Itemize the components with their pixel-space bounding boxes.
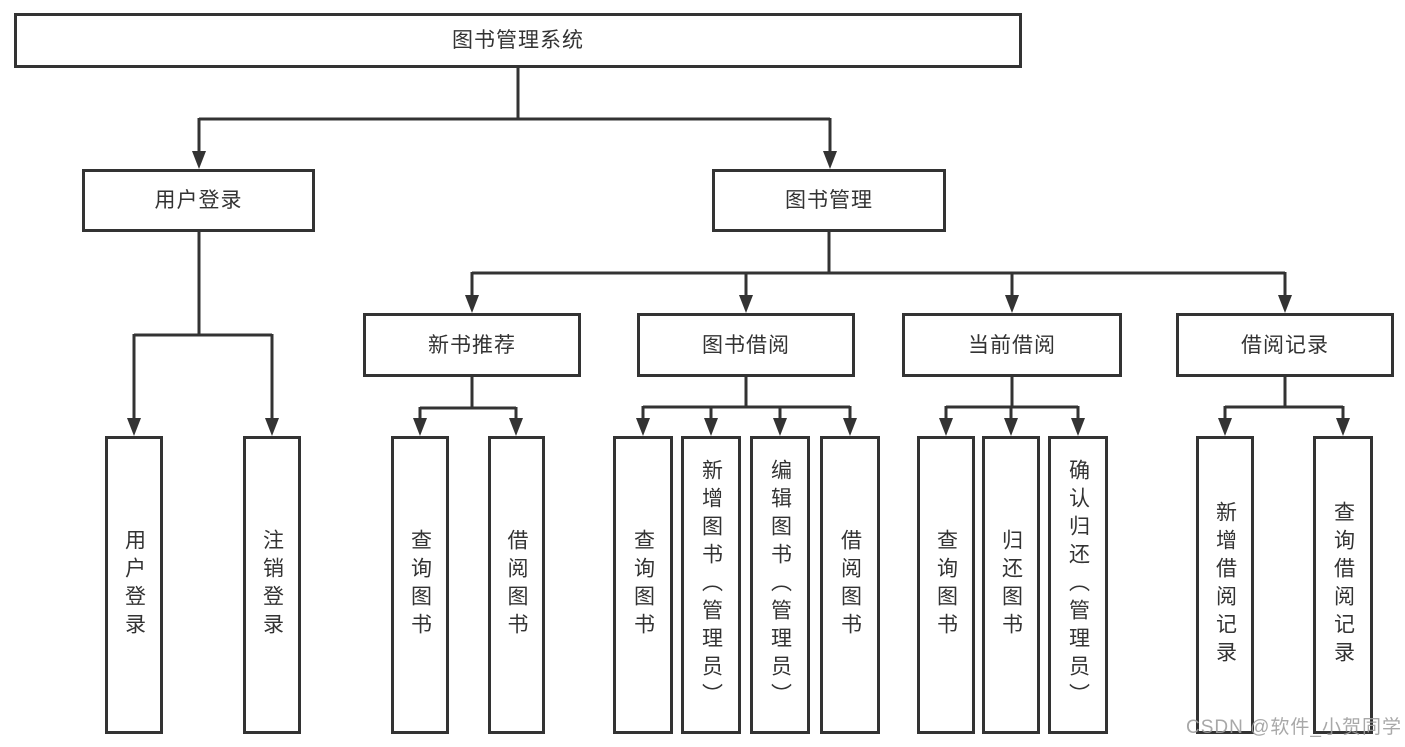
node-current-borrowing: 当前借阅 <box>902 313 1122 377</box>
leaf-cb-confirm-return-label: 确认归还（管理员） <box>1066 459 1090 711</box>
node-current-borrowing-label: 当前借阅 <box>968 333 1056 357</box>
leaf-user-login-label: 用户登录 <box>122 529 146 641</box>
node-new-book-recommendation: 新书推荐 <box>363 313 581 377</box>
leaf-cb-return-book-label: 归还图书 <box>999 529 1023 641</box>
leaf-bb-query-book: 查询图书 <box>613 436 673 734</box>
node-borrowing-records-label: 借阅记录 <box>1241 333 1329 357</box>
node-book-borrowing: 图书借阅 <box>637 313 855 377</box>
leaf-br-query-record: 查询借阅记录 <box>1313 436 1373 734</box>
leaf-cb-return-book: 归还图书 <box>982 436 1040 734</box>
leaf-bb-borrow-book-label: 借阅图书 <box>838 529 862 641</box>
leaf-bb-add-book: 新增图书（管理员） <box>681 436 741 734</box>
node-new-book-recommendation-label: 新书推荐 <box>428 333 516 357</box>
leaf-br-query-record-label: 查询借阅记录 <box>1331 501 1355 669</box>
node-book-borrowing-label: 图书借阅 <box>702 333 790 357</box>
leaf-bb-add-book-label: 新增图书（管理员） <box>699 459 723 711</box>
leaf-bb-edit-book: 编辑图书（管理员） <box>750 436 810 734</box>
leaf-br-add-record-label: 新增借阅记录 <box>1213 501 1237 669</box>
csdn-watermark: CSDN @软件_小贺同学 <box>1186 717 1402 738</box>
node-user-login-label: 用户登录 <box>154 189 243 212</box>
leaf-cb-query-book: 查询图书 <box>917 436 975 734</box>
node-book-management-label: 图书管理 <box>785 189 873 212</box>
leaf-logout: 注销登录 <box>243 436 301 734</box>
leaf-cb-confirm-return: 确认归还（管理员） <box>1048 436 1108 734</box>
leaf-bb-edit-book-label: 编辑图书（管理员） <box>768 459 792 711</box>
leaf-nbr-query-book-label: 查询图书 <box>408 529 432 641</box>
node-user-login: 用户登录 <box>82 169 315 232</box>
leaf-bb-query-book-label: 查询图书 <box>631 529 655 641</box>
node-root: 图书管理系统 <box>14 13 1022 68</box>
leaf-logout-label: 注销登录 <box>260 529 284 641</box>
node-root-label: 图书管理系统 <box>452 29 584 52</box>
leaf-user-login: 用户登录 <box>105 436 163 734</box>
node-borrowing-records: 借阅记录 <box>1176 313 1394 377</box>
node-book-management: 图书管理 <box>712 169 946 232</box>
leaf-bb-borrow-book: 借阅图书 <box>820 436 880 734</box>
leaf-nbr-borrow-book: 借阅图书 <box>488 436 545 734</box>
leaf-br-add-record: 新增借阅记录 <box>1196 436 1254 734</box>
arrowheads <box>127 151 1350 436</box>
leaf-nbr-query-book: 查询图书 <box>391 436 449 734</box>
leaf-nbr-borrow-book-label: 借阅图书 <box>505 529 528 641</box>
leaf-cb-query-book-label: 查询图书 <box>934 529 958 641</box>
